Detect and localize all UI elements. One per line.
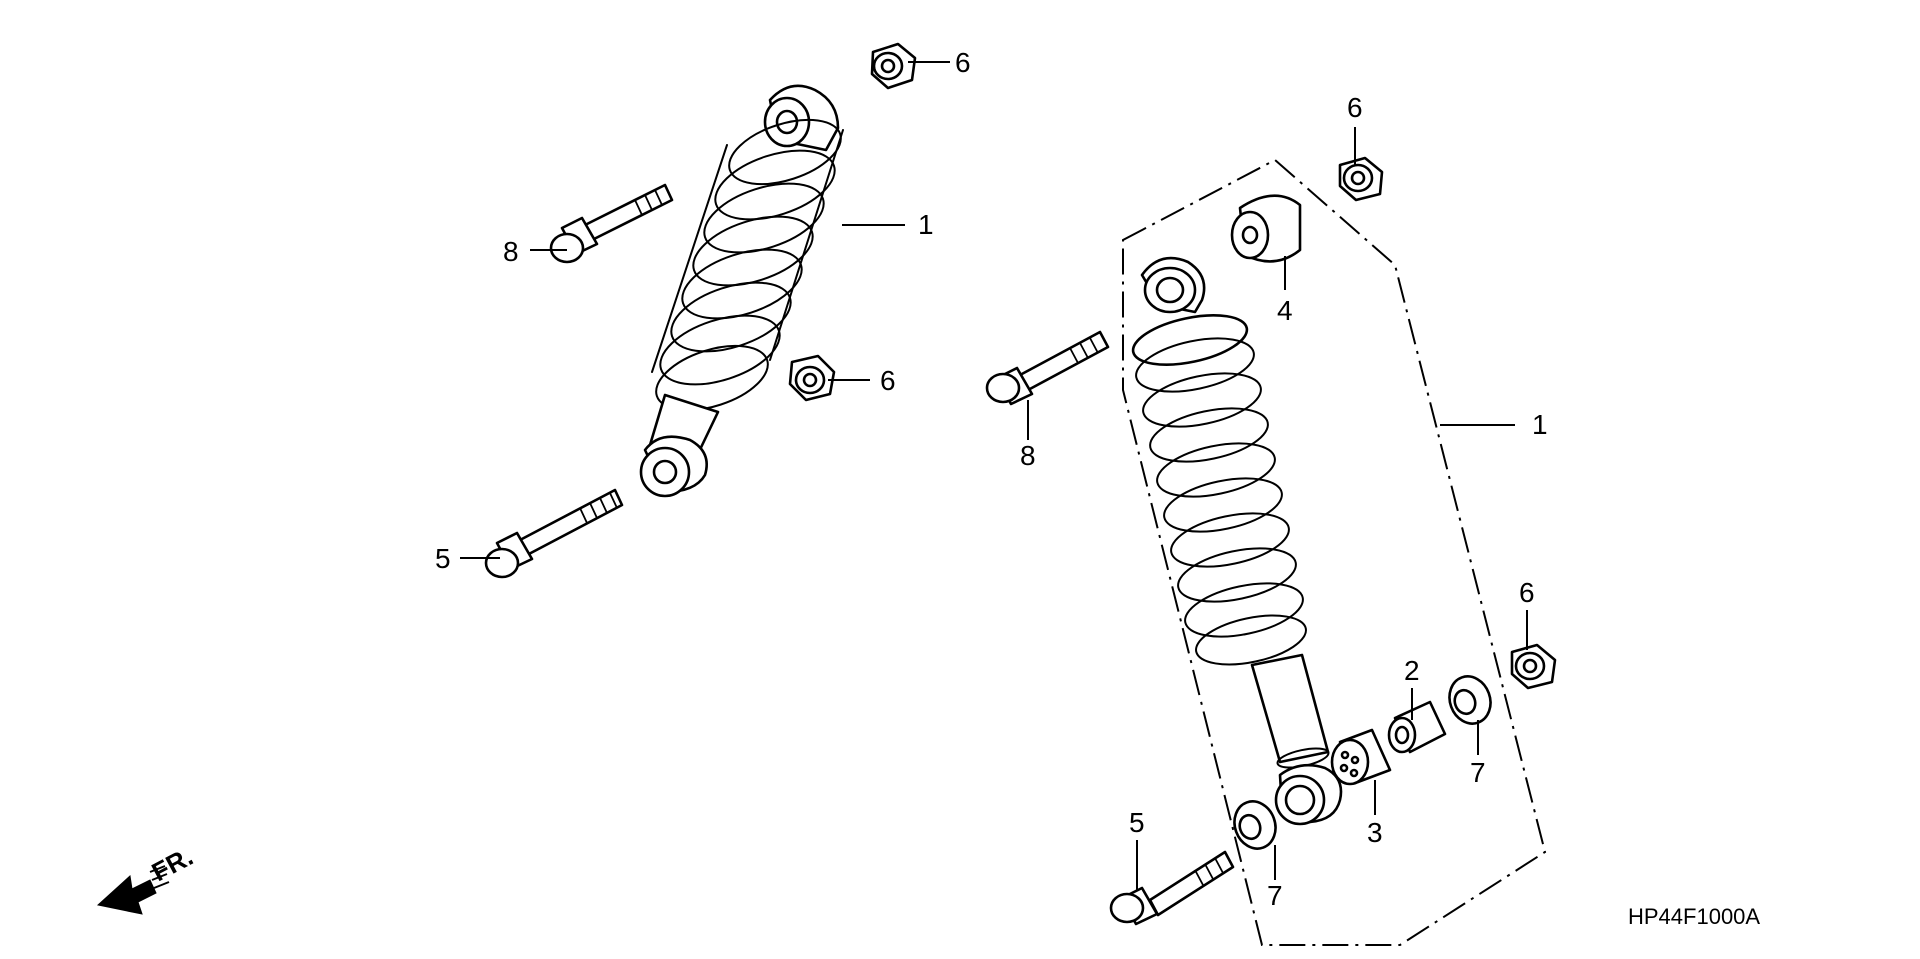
dust-seal-right[interactable]	[1443, 671, 1497, 730]
callout-right-bolt-lower: 5	[1129, 807, 1145, 838]
right-flange-nut-top[interactable]	[1338, 156, 1384, 202]
right-bolt-lower[interactable]	[1109, 850, 1235, 926]
callout-left-bolt-upper: 8	[503, 236, 519, 267]
front-direction-arrow-icon	[96, 865, 170, 915]
callout-left-nut-top: 6	[955, 47, 971, 78]
left-flange-nut-mid[interactable]	[788, 354, 836, 402]
left-bolt-lower[interactable]	[484, 488, 624, 579]
diagram-code: HP44F1000A	[1628, 904, 1760, 929]
rubber-bushing[interactable]	[1230, 194, 1302, 263]
collar[interactable]	[1387, 700, 1447, 754]
right-bolt-upper[interactable]	[985, 330, 1110, 406]
left-bolt-upper[interactable]	[549, 183, 674, 264]
right-flange-nut-side[interactable]	[1510, 643, 1557, 690]
needle-bearing[interactable]	[1330, 728, 1392, 786]
left-flange-nut-top[interactable]	[870, 42, 917, 90]
front-direction-label: FR.	[147, 841, 198, 887]
callout-right-nut-side: 6	[1519, 577, 1535, 608]
callout-right-bolt-upper: 8	[1020, 440, 1036, 471]
callout-seal-left: 7	[1267, 880, 1283, 911]
leader-lines	[460, 61, 1528, 890]
callout-right-assembly: 1	[1532, 409, 1548, 440]
callout-collar: 2	[1404, 655, 1420, 686]
callout-seal-right: 7	[1470, 757, 1486, 788]
callout-left-nut-mid: 6	[880, 365, 896, 396]
left-shock-absorber[interactable]	[639, 84, 849, 498]
callout-left-bolt-lower: 5	[435, 543, 451, 574]
right-shock-absorber[interactable]	[1129, 256, 1343, 826]
callout-left-shock: 1	[918, 209, 934, 240]
callout-right-nut-top: 6	[1347, 92, 1363, 123]
callout-bearing: 3	[1367, 817, 1383, 848]
dust-seal-left[interactable]	[1228, 796, 1282, 855]
callout-bushing: 4	[1277, 295, 1293, 326]
assembly-boundary-outline	[1122, 158, 1547, 946]
